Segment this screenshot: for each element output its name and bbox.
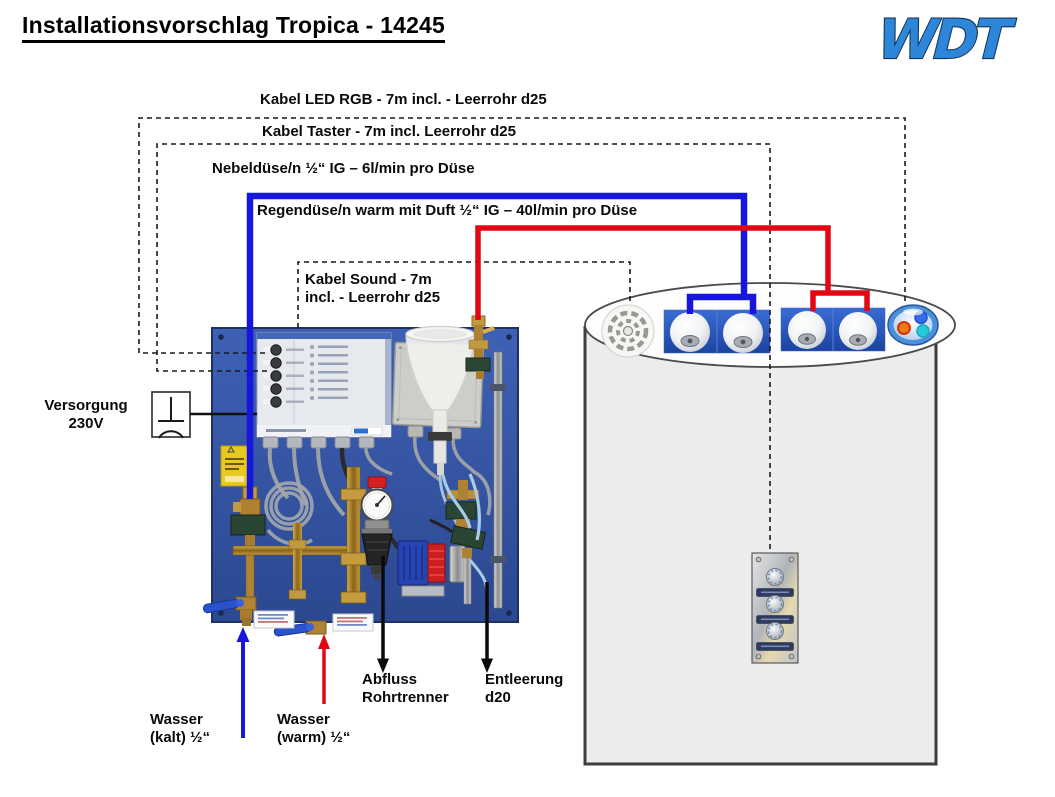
warm-inlet-valve — [465, 315, 495, 379]
valve-labels — [253, 610, 374, 632]
drain-solenoid-assembly — [429, 473, 489, 605]
pressure-gauge — [360, 476, 394, 534]
cable-route-led-rgb — [138, 117, 906, 354]
panel-button — [766, 568, 784, 586]
warning-label — [220, 445, 249, 487]
standpipe — [493, 351, 503, 609]
nebelduese-nozzles — [663, 309, 771, 354]
cold-water-pipe — [246, 192, 757, 499]
label-kabel-led-rgb: Kabel LED RGB - 7m incl. - Leerrohr d25 — [260, 91, 547, 108]
controller-knobs — [263, 344, 304, 408]
panel-button — [766, 595, 784, 613]
warm-water-pipe — [475, 225, 870, 320]
regenduese-nozzles — [780, 307, 886, 352]
label-entleerung-line1: Entleerung — [485, 671, 564, 688]
warm-water-arrow — [318, 634, 330, 704]
label-wasser-kalt-line1: Wasser — [150, 711, 203, 728]
label-kabel-sound-line2: incl. - Leerrohr d25 — [305, 289, 441, 306]
label-wasser-warm-line1: Wasser — [277, 711, 330, 728]
panel-button — [766, 622, 784, 640]
brass-manifold — [232, 466, 371, 604]
cable-route-sound — [297, 261, 631, 328]
label-regenduese: Regendüse/n warm mit Duft ½“ IG – 40l/mi… — [257, 202, 638, 219]
label-entleerung-line2: d20 — [485, 689, 511, 706]
label-abfluss-line1: Abfluss — [362, 671, 418, 688]
label-kabel-taster: Kabel Taster - 7m incl. Leerrohr d25 — [262, 123, 516, 140]
controller-legend — [310, 345, 348, 400]
drain-arrow — [377, 556, 389, 673]
label-kabel-sound-line1: Kabel Sound - 7m — [305, 271, 432, 288]
svg-text:WDT: WDT — [870, 8, 1020, 71]
wdt-logo: WDT — [869, 7, 1021, 72]
cold-inlet-valve — [230, 486, 266, 600]
dosing-pump — [397, 540, 466, 597]
emptying-arrow — [481, 582, 493, 673]
touch-control-panel — [751, 552, 799, 664]
label-versorgung-line1: Versorgung — [44, 397, 128, 414]
cold-water-arrow — [236, 627, 250, 738]
cold-ball-valve — [202, 596, 257, 626]
label-versorgung-line2: 230V — [68, 415, 104, 432]
power-supply-symbol — [151, 391, 257, 439]
led-rgb-light — [887, 304, 939, 346]
label-wasser-kalt-line2: (kalt) ½“ — [150, 729, 211, 746]
mounting-board-photo — [202, 315, 519, 637]
cable-route-taster — [156, 143, 771, 553]
label-abfluss-line2: Rohrtrenner — [362, 689, 449, 706]
cable-coil — [264, 481, 314, 547]
label-nebelduese: Nebeldüse/n ½“ IG – 6l/min pro Düse — [212, 160, 475, 177]
page-title: Installationsvorschlag Tropica - 14245 — [22, 12, 446, 43]
label-wasser-warm-line2: (warm) ½“ — [277, 729, 351, 746]
warm-ball-valve — [273, 620, 327, 637]
controller-unit — [256, 332, 400, 550]
speaker-icon — [601, 304, 655, 358]
fragrance-funnel — [405, 325, 475, 533]
